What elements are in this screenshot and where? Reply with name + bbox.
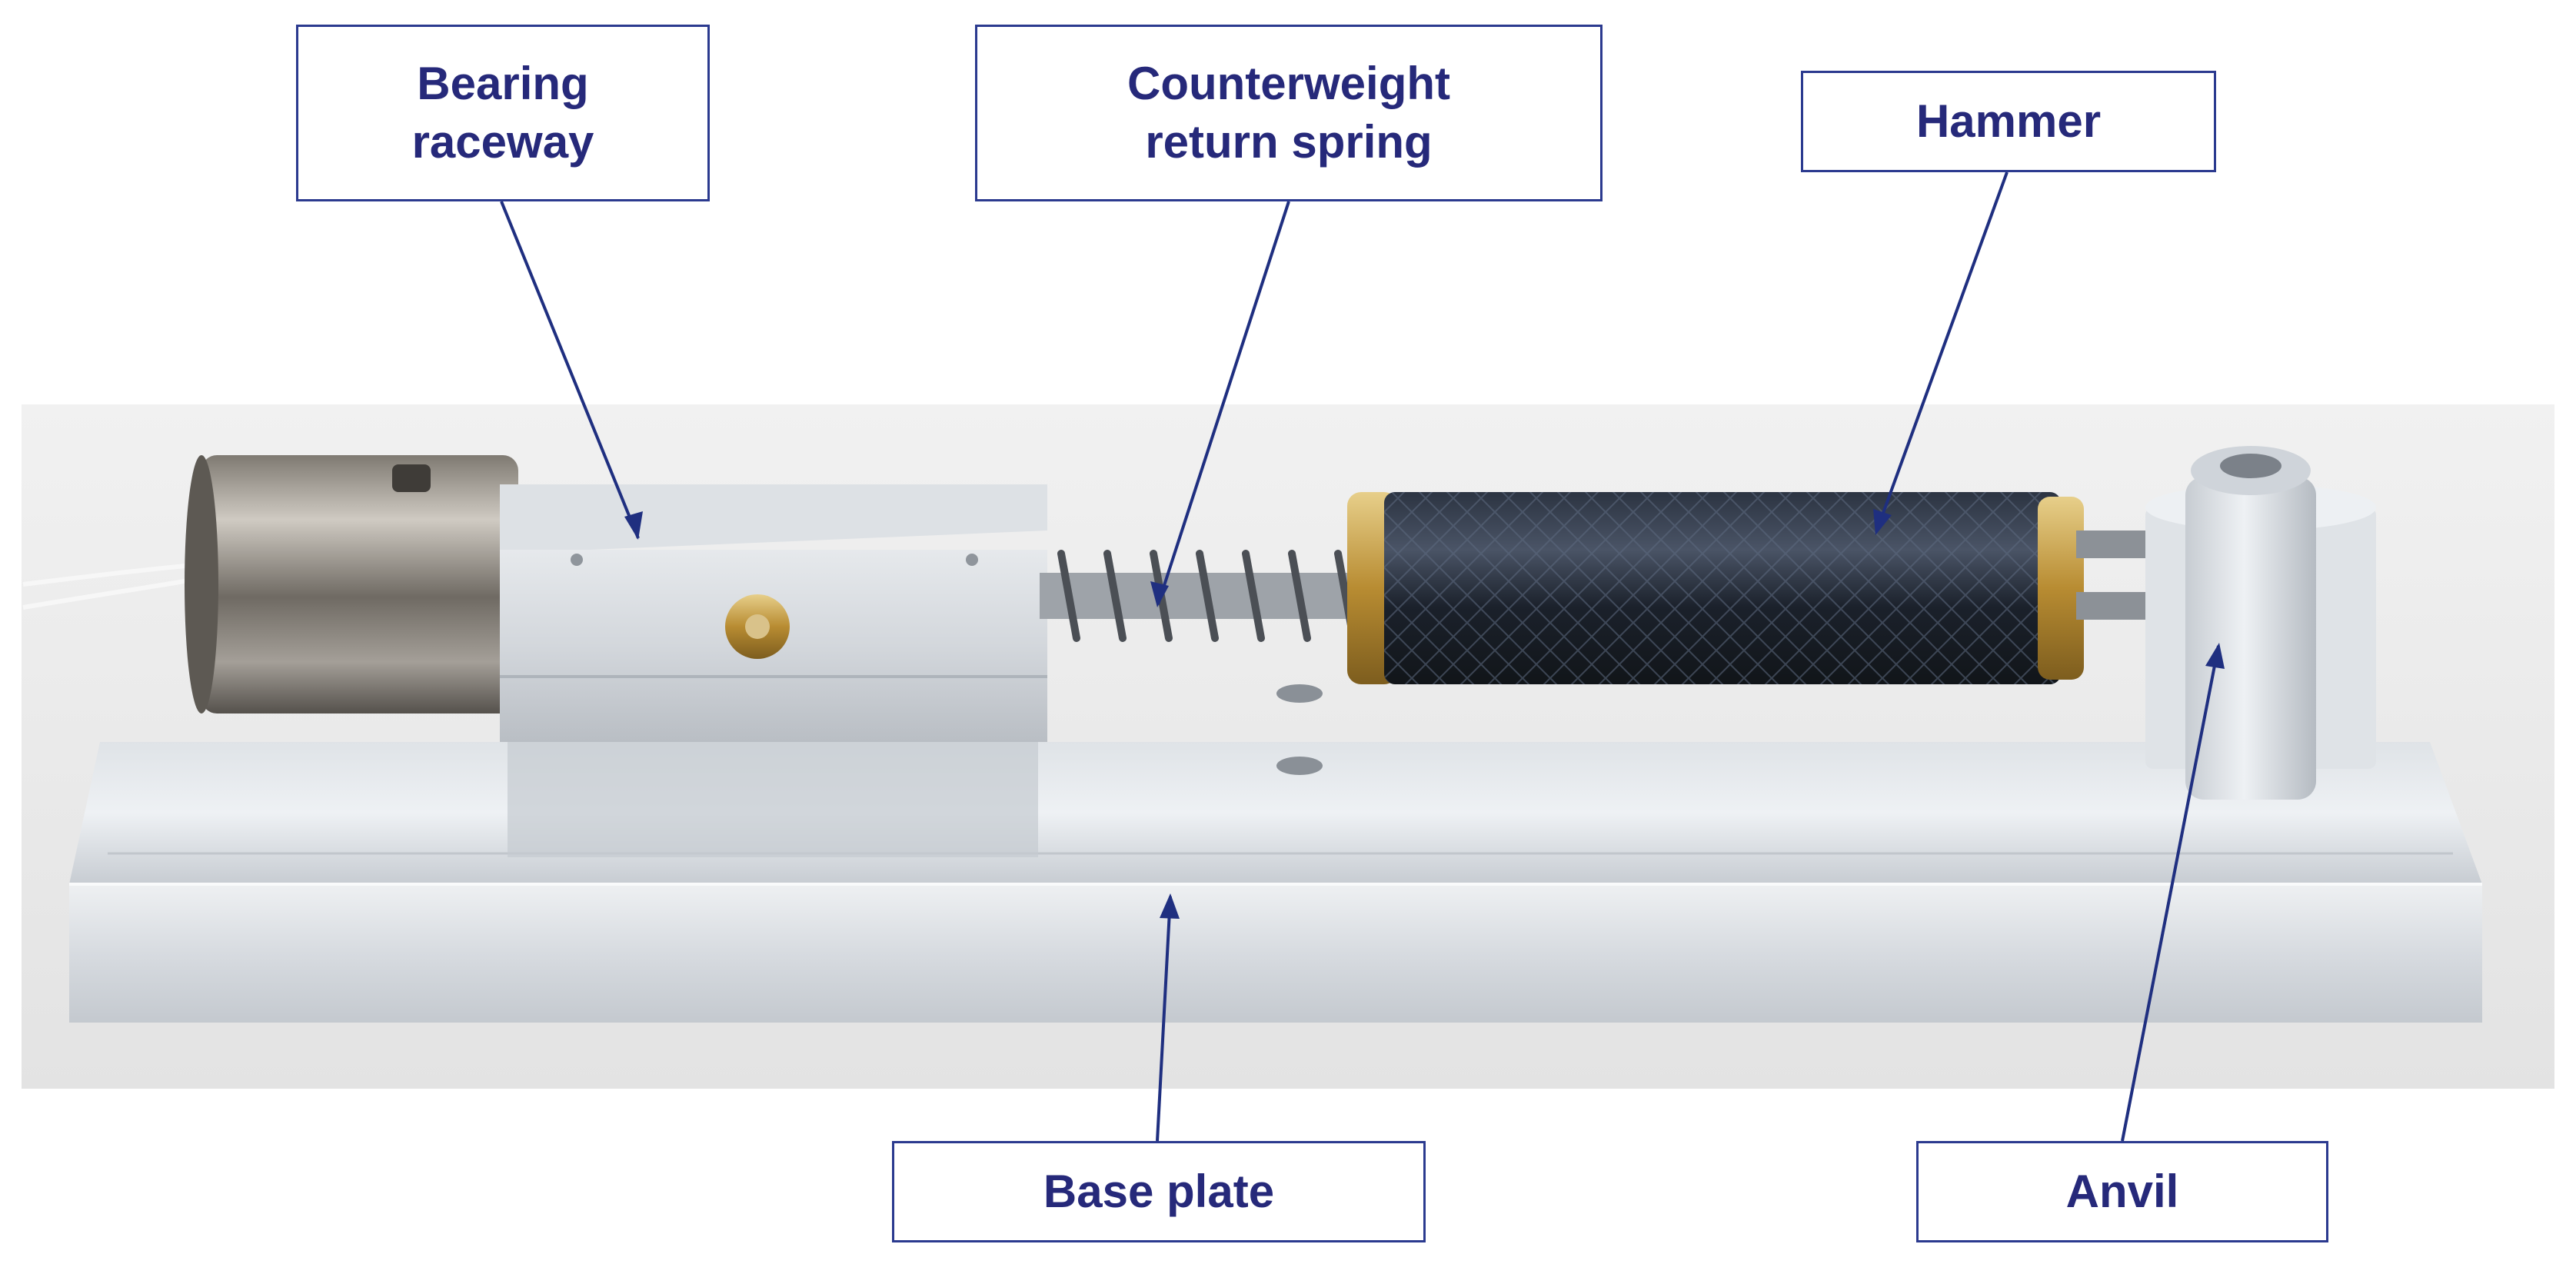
- label-counterweight-return-spring: Counterweight return spring: [975, 25, 1603, 201]
- leader-lines: [500, 171, 2220, 1142]
- label-hammer-text: Hammer: [1915, 95, 2102, 147]
- arrowhead-hammer: [1873, 509, 1892, 535]
- label-base-plate: Base plate: [892, 1141, 1426, 1242]
- anvil: [2145, 446, 2376, 800]
- arrowhead-bearing-raceway: [624, 511, 643, 540]
- arrowhead-spring: [1150, 581, 1169, 607]
- leader-line-spring: [1157, 201, 1290, 605]
- label-bearing-raceway-line2: raceway: [411, 116, 594, 168]
- counterweight-cylinder: [22, 455, 518, 713]
- arrowhead-anvil: [2205, 643, 2225, 669]
- label-bearing-raceway-line1: Bearing: [417, 58, 589, 109]
- label-spring-line2: return spring: [1145, 116, 1433, 168]
- hammer: [1347, 492, 2161, 684]
- leader-arrowheads: [624, 509, 2225, 919]
- label-base-plate-text: Base plate: [1043, 1166, 1275, 1217]
- label-spring-line1: Counterweight: [1127, 58, 1450, 109]
- label-bearing-raceway: Bearing raceway: [296, 25, 710, 201]
- bearing-raceway-block: [500, 484, 1047, 857]
- label-anvil-text: Anvil: [2065, 1166, 2179, 1217]
- leader-line-hammer: [1875, 171, 2009, 533]
- label-hammer: Hammer: [1801, 71, 2216, 172]
- leader-line-anvil: [2121, 645, 2220, 1142]
- label-anvil: Anvil: [1916, 1141, 2328, 1242]
- leader-line-base-plate: [1156, 896, 1172, 1142]
- leader-line-bearing-raceway: [500, 201, 640, 539]
- arrowhead-base-plate: [1160, 893, 1180, 919]
